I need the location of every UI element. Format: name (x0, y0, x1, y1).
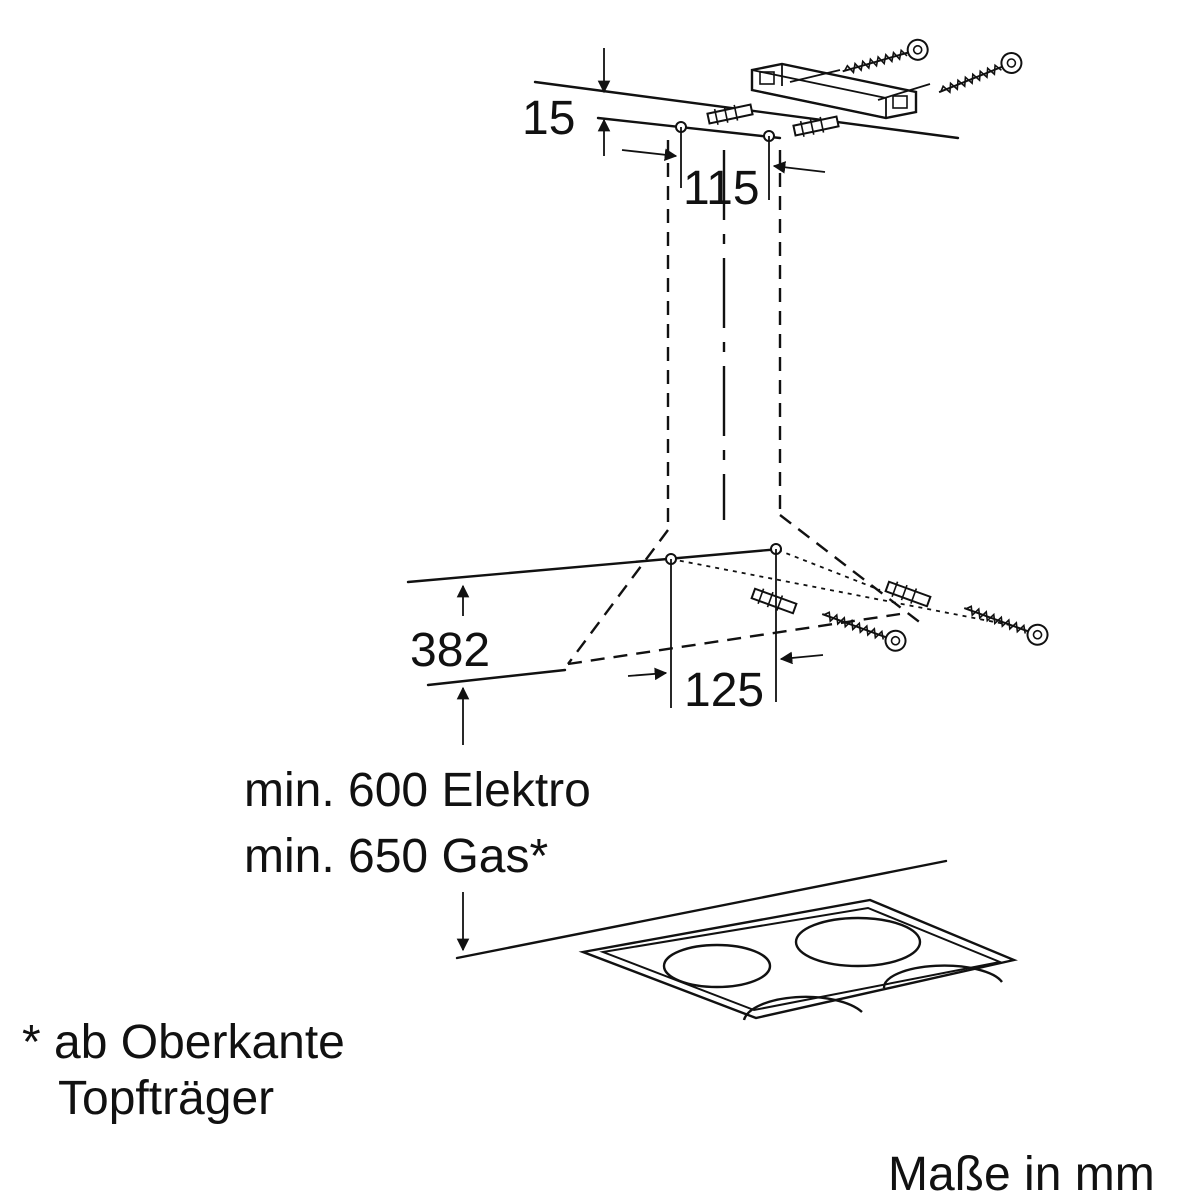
dimension-bottom-hole-spacing-label: 125 (684, 664, 764, 717)
dimension-top-offset-label: 15 (522, 92, 575, 145)
screw-icon (934, 48, 1026, 103)
footnote-line-2: Topfträger (58, 1072, 274, 1125)
dimension-top-hole-spacing: 115 (621, 127, 826, 215)
screw-icon (959, 597, 1052, 649)
dimension-top-offset: 15 (522, 48, 611, 156)
dimension-top-hole-spacing-label: 115 (683, 162, 760, 215)
chimney-outline (567, 140, 923, 666)
wall-plug-icon (883, 577, 933, 611)
footnote-line-1: * ab Oberkante (22, 1016, 345, 1069)
min-distance-gas-label: min. 650 Gas* (244, 830, 548, 883)
hob-icon (455, 859, 1018, 1021)
dimension-bottom-height-label: 382 (410, 624, 490, 677)
screw-icon (817, 603, 910, 655)
footnote: * ab Oberkante Topfträger (22, 1016, 345, 1125)
min-distance-electric-label: min. 600 Elektro (244, 764, 591, 817)
mounting-bracket-icon (750, 62, 918, 120)
lower-mount-line (406, 547, 1011, 687)
dimension-bottom-hole-spacing: 125 (627, 549, 824, 717)
units-note: Maße in mm (888, 1148, 1155, 1200)
dimension-bottom-height: 382 (410, 584, 490, 677)
screw-icon (838, 36, 932, 82)
wall-plug-icon (749, 584, 799, 618)
dimension-min-distance: min. 600 Elektro min. 650 Gas* (244, 686, 591, 952)
